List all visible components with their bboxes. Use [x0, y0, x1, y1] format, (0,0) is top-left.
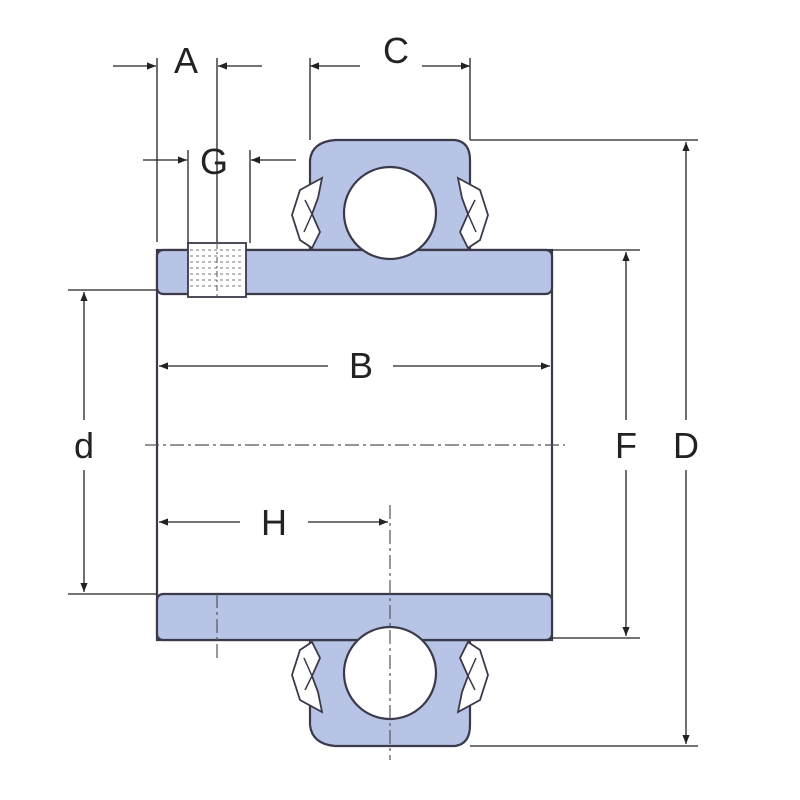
set-screw: [187, 242, 247, 298]
seal-bottom-right: [456, 640, 489, 714]
label-G: G: [200, 141, 228, 182]
dimension-G: G: [143, 141, 296, 182]
dimension-A: A: [113, 40, 262, 81]
dimension-B: B: [159, 345, 550, 386]
seal-bottom-left: [291, 640, 324, 714]
label-C: C: [383, 30, 409, 71]
dimension-D: D: [673, 142, 699, 744]
label-D: D: [673, 425, 699, 466]
dimension-F: F: [615, 252, 637, 636]
seal-top-left: [291, 176, 324, 250]
dimension-d: d: [74, 292, 94, 592]
label-d: d: [74, 425, 94, 466]
dimension-C: C: [310, 30, 470, 71]
seal-top-right: [456, 176, 489, 250]
dimension-H: H: [159, 502, 388, 543]
ball-top: [342, 165, 438, 261]
label-F: F: [615, 425, 637, 466]
label-H: H: [261, 502, 287, 543]
extension-lines: [68, 58, 698, 747]
inner-ring-band-top: [155, 248, 554, 296]
inner-ring-band-bottom: [155, 592, 554, 642]
label-A: A: [174, 40, 198, 81]
label-B: B: [349, 345, 373, 386]
